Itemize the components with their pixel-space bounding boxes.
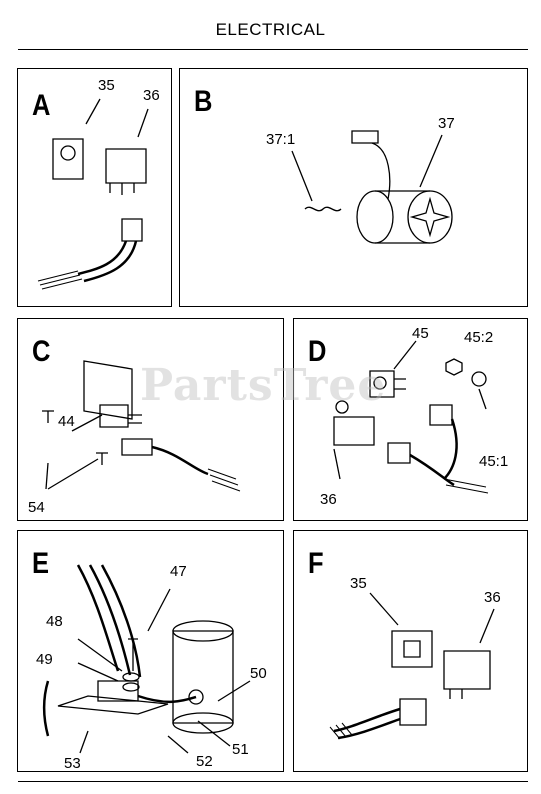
socket-connector <box>429 404 453 426</box>
panel-e-drawing <box>43 564 251 754</box>
part-number: 36 <box>143 87 160 104</box>
part-number: 36 <box>320 491 337 508</box>
horn-body <box>356 190 394 244</box>
part-number: 48 <box>46 613 63 630</box>
panel-b-drawing <box>291 130 453 244</box>
panel-c-drawing <box>42 360 241 492</box>
part-number: 45 <box>412 325 429 342</box>
watermark: PartsTree <box>140 360 387 411</box>
panel-d: D 45 45:2 45:1 36 <box>293 318 528 521</box>
lamp-socket <box>105 148 147 184</box>
switch-connector <box>121 438 153 456</box>
bolt <box>128 638 138 671</box>
wire-connector <box>351 130 379 144</box>
connector-plug <box>399 698 427 726</box>
part-number: 47 <box>170 563 187 580</box>
leader-line <box>137 108 149 138</box>
part-number: 51 <box>232 741 249 758</box>
lock-washer <box>471 371 487 387</box>
panel-letter: E <box>32 547 50 580</box>
part-number: 54 <box>28 499 45 516</box>
header-rule <box>18 49 528 50</box>
panel-letter: F <box>308 547 324 580</box>
spring <box>304 206 342 212</box>
footer-rule <box>18 781 528 782</box>
solenoid-switch <box>97 680 139 702</box>
star-icon <box>409 196 451 238</box>
mounting-bracket <box>57 695 169 715</box>
nut <box>445 358 463 376</box>
panel-b: B 37:1 37 <box>179 68 528 307</box>
part-number: 37 <box>438 115 455 132</box>
part-number: 45:2 <box>464 329 494 346</box>
part-number: 44 <box>58 413 75 430</box>
socket-connector <box>387 442 411 464</box>
connector-plug <box>121 218 143 242</box>
part-number: 49 <box>36 651 53 668</box>
part-number: 50 <box>250 665 267 682</box>
panel-f-drawing <box>329 592 495 740</box>
part-number: 52 <box>196 753 213 770</box>
screw <box>42 410 54 423</box>
leader-line <box>85 98 101 125</box>
panel-letter: A <box>32 89 51 122</box>
panel-d-drawing <box>333 340 489 494</box>
leader-line <box>291 150 313 202</box>
panel-letter: C <box>32 335 51 368</box>
lamp-bezel <box>391 630 433 668</box>
part-number: 35 <box>98 77 115 94</box>
ring-terminal <box>188 689 204 705</box>
panel-a: A 35 36 <box>17 68 172 307</box>
panel-f: F 35 36 <box>293 530 528 772</box>
panel-e: E 47 48 49 50 51 52 53 <box>17 530 284 772</box>
lamp-bezel <box>52 138 84 180</box>
switch-bracket <box>333 416 375 446</box>
lamp-socket <box>443 650 491 690</box>
panel-letter: D <box>308 335 327 368</box>
solenoid-body <box>172 630 234 724</box>
part-number: 45:1 <box>479 453 509 470</box>
part-number: 53 <box>64 755 81 772</box>
switch-body <box>99 404 129 428</box>
part-number: 35 <box>350 575 367 592</box>
page-title: ELECTRICAL <box>215 20 326 39</box>
panel-letter: B <box>194 85 213 118</box>
lamp-holder <box>369 370 395 398</box>
panel-c: C 44 54 <box>17 318 284 521</box>
mounting-plate <box>83 360 133 420</box>
part-number: 37:1 <box>266 131 296 148</box>
screw <box>96 452 108 465</box>
panel-a-drawing <box>37 98 149 290</box>
part-number: 36 <box>484 589 501 606</box>
